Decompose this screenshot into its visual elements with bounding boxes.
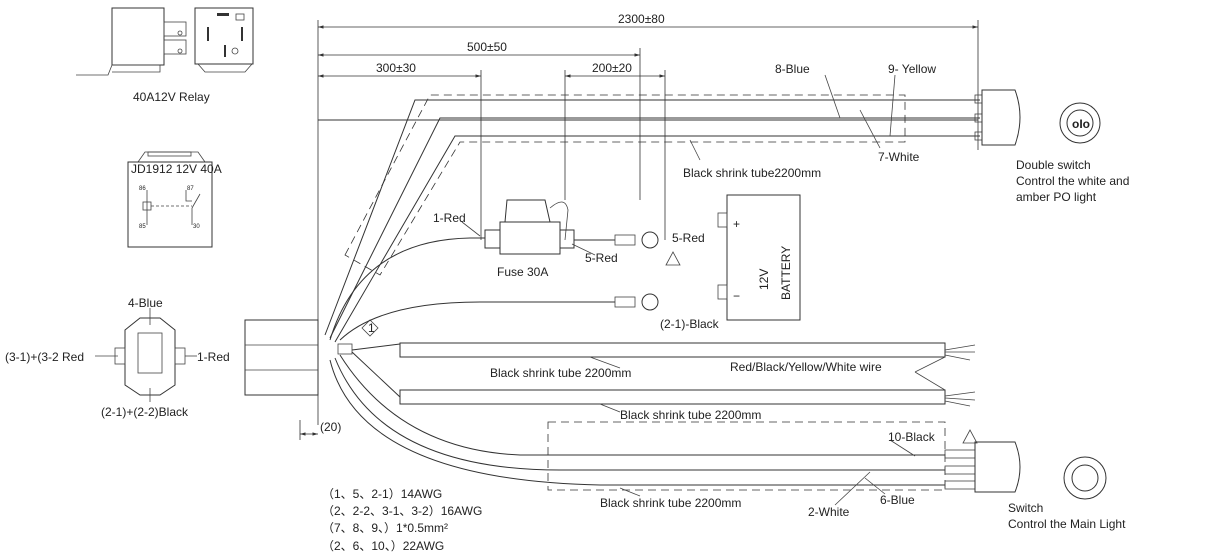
battery-label: BATTERY: [779, 246, 793, 300]
dim-total: 2300±80: [618, 12, 665, 26]
relay-schematic-label: JD1912 12V 40A: [131, 162, 222, 176]
relay-pin-30: 30: [193, 224, 200, 230]
wire-5-red-label-a: 5-Red: [585, 251, 618, 265]
dim-500: 500±50: [467, 40, 507, 54]
dimension-lines: [299, 20, 979, 440]
main-switch-desc-2: Control the Main Light: [1008, 517, 1126, 531]
lower-harness: [329, 342, 978, 506]
note-line-2: （2、2-2、3-1、3-2）16AWG: [322, 504, 482, 518]
dim-200: 200±20: [592, 61, 632, 75]
connector-pin-3-label: (3-1)+(3-2 Red: [5, 350, 84, 364]
lower-tube-3-label: Black shrink tube 2200mm: [600, 496, 741, 510]
wire-9-label: 9- Yellow: [888, 62, 936, 76]
connector-plug: [95, 308, 197, 402]
relay-pin-86: 86: [139, 186, 146, 192]
relay-schematic: [127, 151, 213, 248]
wire-6-label: 6-Blue: [880, 493, 915, 507]
note-line-1: （1、5、2-1）14AWG: [322, 487, 442, 501]
wire-bundle-label: Red/Black/Yellow/White wire: [730, 360, 882, 374]
connector-pin-1-label: 1-Red: [197, 350, 230, 364]
relay-pin-85: 85: [139, 224, 146, 230]
double-switch-desc-2: Control the white and: [1016, 174, 1129, 188]
wire-10-label: 10-Black: [888, 430, 936, 444]
main-connector: [244, 319, 379, 396]
battery-plus: +: [733, 217, 740, 231]
main-light-switch: [944, 441, 1107, 500]
note-line-3: （7、8、9、）1*0.5mm²: [322, 521, 448, 535]
connector-pin-4-label: 4-Blue: [128, 296, 163, 310]
dim-20: (20): [320, 420, 341, 434]
wire-2-label: 2-White: [808, 505, 850, 519]
connector-pin-2-label: (2-1)+(2-2)Black: [101, 405, 189, 419]
wire-8-label: 8-Blue: [775, 62, 810, 76]
note-marker-1: 1: [368, 321, 375, 335]
note-line-4: （2、6、10、）22AWG: [322, 539, 444, 553]
wire-7-label: 7-White: [878, 150, 920, 164]
relay-pin-87: 87: [187, 186, 194, 192]
fuse-label: Fuse 30A: [497, 265, 548, 279]
double-switch-desc-3: amber PO light: [1016, 190, 1097, 204]
battery: [717, 194, 801, 321]
ground-wire-label: (2-1)-Black: [660, 317, 720, 331]
main-switch-desc-1: Switch: [1008, 501, 1043, 515]
double-switch: oIo: [974, 89, 1101, 146]
upper-tube-label: Black shrink tube2200mm: [683, 166, 821, 180]
lower-tube-2-label: Black shrink tube 2200mm: [620, 408, 761, 422]
dim-300: 300±30: [376, 61, 416, 75]
double-switch-desc-1: Double switch: [1016, 158, 1091, 172]
wire-5-red-label-b: 5-Red: [672, 231, 705, 245]
battery-minus: −: [733, 289, 740, 303]
wire-1-red-label: 1-Red: [433, 211, 466, 225]
upper-harness: [318, 74, 980, 343]
relay-title: 40A12V Relay: [133, 90, 210, 104]
fuse-holder: [329, 199, 681, 341]
switch-o-i-o-icon: oIo: [1072, 117, 1090, 131]
battery-voltage: 12V: [757, 269, 771, 290]
relay-side-view: [76, 7, 254, 76]
lower-tube-1-label: Black shrink tube 2200mm: [490, 366, 631, 380]
